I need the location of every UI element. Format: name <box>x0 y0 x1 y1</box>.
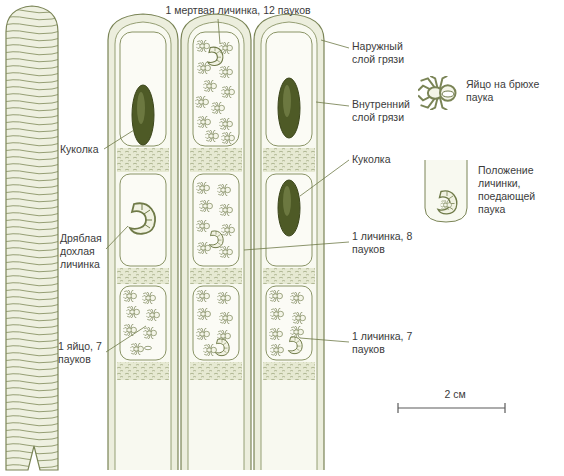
tube-section <box>108 14 178 470</box>
annotation-label: 1 личинка, 7 пауков <box>352 330 414 356</box>
tube-exterior <box>6 6 58 470</box>
scale-bar <box>398 403 505 413</box>
annotation-label: Внутренний слой грязи <box>352 98 426 124</box>
annotation-label: 1 личинка, 8 пауков <box>352 230 414 256</box>
annotation-label: 2 см <box>430 388 480 401</box>
annotation-label: Куколка <box>352 153 412 166</box>
larva <box>130 203 155 233</box>
annotation-label: Яйцо на брюхе паука <box>466 78 558 104</box>
annotation-label: 1 мертвая личинка, 12 пауков <box>158 4 318 17</box>
annotation-label: Положение личинки, поедающей паука <box>478 164 550 216</box>
annotation-label: Наружный слой грязи <box>352 40 426 66</box>
leader-lines <box>104 19 349 352</box>
pupa <box>132 85 154 145</box>
spider-with-egg <box>418 76 455 110</box>
annotation-label: Куколка <box>60 143 106 156</box>
annotation-label: Дряблая дохлая личинка <box>60 232 106 271</box>
annotation-label: 1 яйцо, 7 пауков <box>58 340 106 366</box>
tube-section <box>181 14 251 470</box>
tube-section <box>254 14 324 470</box>
larva-position-sketch <box>425 160 467 222</box>
